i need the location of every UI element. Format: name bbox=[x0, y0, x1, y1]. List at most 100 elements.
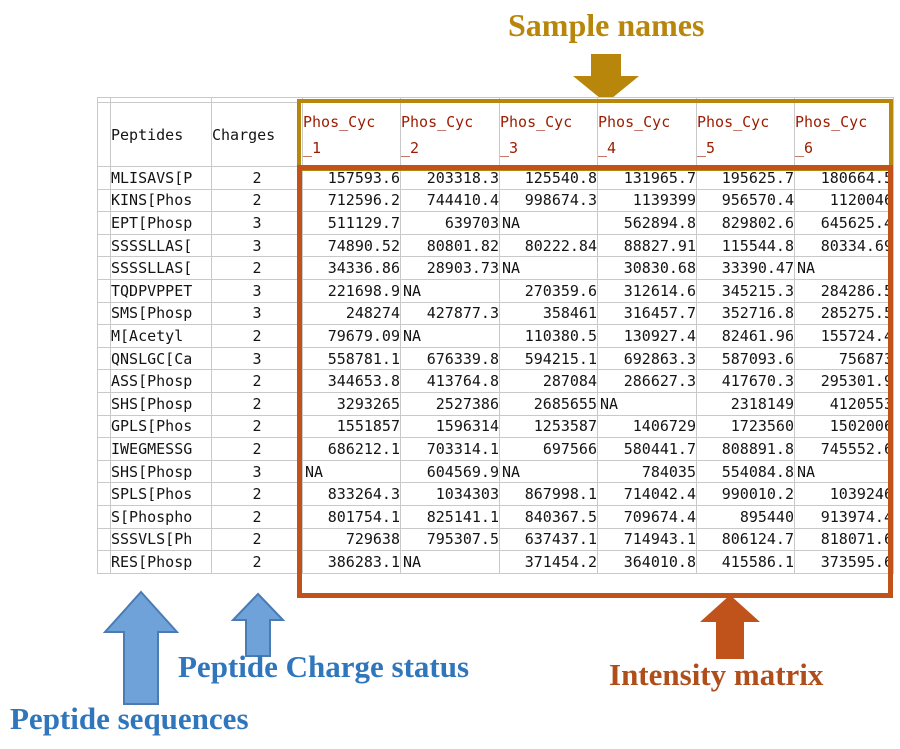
intensity-cell[interactable]: 895440 bbox=[696, 504, 795, 529]
peptide-sequence-cell[interactable]: RES[Phosp bbox=[110, 550, 212, 574]
col-header-charges[interactable]: Charges bbox=[211, 102, 303, 167]
intensity-cell[interactable]: 825141.1 bbox=[400, 504, 500, 529]
intensity-cell[interactable]: 840367.5 bbox=[499, 504, 598, 529]
charge-cell[interactable]: 3 bbox=[211, 459, 303, 484]
intensity-cell[interactable]: 1406729 bbox=[597, 414, 697, 439]
intensity-cell[interactable]: 1253587 bbox=[499, 414, 598, 439]
intensity-cell[interactable]: 712596.2 bbox=[302, 188, 401, 213]
intensity-cell[interactable]: 1034303 bbox=[400, 482, 500, 506]
intensity-cell[interactable]: 756873 bbox=[794, 346, 894, 371]
col-header-phos-cyc-5[interactable]: Phos_Cyc _5 bbox=[696, 102, 795, 167]
intensity-cell[interactable]: 413764.8 bbox=[400, 369, 500, 393]
intensity-cell[interactable]: 714943.1 bbox=[597, 527, 697, 552]
intensity-cell[interactable]: 248274 bbox=[302, 301, 401, 326]
intensity-cell[interactable]: 511129.7 bbox=[302, 211, 401, 235]
intensity-cell[interactable]: 80334.69 bbox=[794, 233, 894, 258]
intensity-cell[interactable]: 270359.6 bbox=[499, 278, 598, 303]
peptide-sequence-cell[interactable]: MLISAVS[P bbox=[110, 166, 212, 190]
peptide-sequence-cell[interactable]: SSSSLLAS[ bbox=[110, 233, 212, 258]
col-header-phos-cyc-3[interactable]: Phos_Cyc _3 bbox=[499, 102, 598, 167]
intensity-cell[interactable]: 125540.8 bbox=[499, 166, 598, 190]
col-header-peptides[interactable]: Peptides bbox=[110, 102, 212, 167]
intensity-cell[interactable]: 1551857 bbox=[302, 414, 401, 439]
peptide-sequence-cell[interactable]: SMS[Phosp bbox=[110, 301, 212, 326]
col-header-phos-cyc-4[interactable]: Phos_Cyc _4 bbox=[597, 102, 697, 167]
charge-cell[interactable]: 2 bbox=[211, 324, 303, 348]
intensity-cell[interactable]: 714042.4 bbox=[597, 482, 697, 506]
intensity-cell[interactable]: 131965.7 bbox=[597, 166, 697, 190]
intensity-cell[interactable]: 744410.4 bbox=[400, 188, 500, 213]
intensity-cell[interactable]: 703314.1 bbox=[400, 437, 500, 461]
intensity-cell[interactable]: 833264.3 bbox=[302, 482, 401, 506]
intensity-cell[interactable]: 30830.68 bbox=[597, 256, 697, 280]
peptide-sequence-cell[interactable]: TQDPVPPET bbox=[110, 278, 212, 303]
intensity-cell[interactable]: 2318149 bbox=[696, 391, 795, 416]
intensity-cell[interactable]: 180664.5 bbox=[794, 166, 894, 190]
col-header-phos-cyc-2[interactable]: Phos_Cyc _2 bbox=[400, 102, 500, 167]
charge-cell[interactable]: 2 bbox=[211, 437, 303, 461]
charge-cell[interactable]: 3 bbox=[211, 278, 303, 303]
intensity-cell[interactable]: NA bbox=[499, 211, 598, 235]
charge-cell[interactable]: 2 bbox=[211, 527, 303, 552]
intensity-cell[interactable]: 686212.1 bbox=[302, 437, 401, 461]
peptide-sequence-cell[interactable]: SHS[Phosp bbox=[110, 391, 212, 416]
intensity-cell[interactable]: 829802.6 bbox=[696, 211, 795, 235]
intensity-cell[interactable]: 352716.8 bbox=[696, 301, 795, 326]
intensity-cell[interactable]: 645625.4 bbox=[794, 211, 894, 235]
intensity-cell[interactable]: 580441.7 bbox=[597, 437, 697, 461]
intensity-cell[interactable]: 2685655 bbox=[499, 391, 598, 416]
intensity-cell[interactable]: 594215.1 bbox=[499, 346, 598, 371]
intensity-cell[interactable]: 28903.73 bbox=[400, 256, 500, 280]
intensity-cell[interactable]: 795307.5 bbox=[400, 527, 500, 552]
charge-cell[interactable]: 2 bbox=[211, 188, 303, 213]
charge-cell[interactable]: 3 bbox=[211, 211, 303, 235]
intensity-cell[interactable]: 562894.8 bbox=[597, 211, 697, 235]
intensity-cell[interactable]: 115544.8 bbox=[696, 233, 795, 258]
intensity-cell[interactable]: 3293265 bbox=[302, 391, 401, 416]
charge-cell[interactable]: 3 bbox=[211, 233, 303, 258]
peptide-sequence-cell[interactable]: GPLS[Phos bbox=[110, 414, 212, 439]
intensity-cell[interactable]: 287084 bbox=[499, 369, 598, 393]
charge-cell[interactable]: 3 bbox=[211, 346, 303, 371]
charge-cell[interactable]: 2 bbox=[211, 550, 303, 574]
intensity-cell[interactable]: 80801.82 bbox=[400, 233, 500, 258]
intensity-cell[interactable]: 637437.1 bbox=[499, 527, 598, 552]
intensity-cell[interactable]: NA bbox=[499, 459, 598, 484]
intensity-cell[interactable]: 130927.4 bbox=[597, 324, 697, 348]
peptide-sequence-cell[interactable]: SSSSLLAS[ bbox=[110, 256, 212, 280]
intensity-cell[interactable]: 417670.3 bbox=[696, 369, 795, 393]
peptide-sequence-cell[interactable]: SSSVLS[Ph bbox=[110, 527, 212, 552]
intensity-cell[interactable]: 639703 bbox=[400, 211, 500, 235]
intensity-cell[interactable]: 956570.4 bbox=[696, 188, 795, 213]
peptide-sequence-cell[interactable]: SPLS[Phos bbox=[110, 482, 212, 506]
intensity-cell[interactable]: 110380.5 bbox=[499, 324, 598, 348]
intensity-cell[interactable]: 2527386 bbox=[400, 391, 500, 416]
intensity-cell[interactable]: 692863.3 bbox=[597, 346, 697, 371]
intensity-cell[interactable]: 998674.3 bbox=[499, 188, 598, 213]
charge-cell[interactable]: 2 bbox=[211, 482, 303, 506]
charge-cell[interactable]: 2 bbox=[211, 504, 303, 529]
intensity-cell[interactable]: NA bbox=[400, 278, 500, 303]
intensity-cell[interactable]: 818071.6 bbox=[794, 527, 894, 552]
intensity-cell[interactable]: 990010.2 bbox=[696, 482, 795, 506]
intensity-cell[interactable]: 784035 bbox=[597, 459, 697, 484]
intensity-cell[interactable]: 808891.8 bbox=[696, 437, 795, 461]
intensity-cell[interactable]: 344653.8 bbox=[302, 369, 401, 393]
intensity-cell[interactable]: 34336.86 bbox=[302, 256, 401, 280]
intensity-cell[interactable]: 80222.84 bbox=[499, 233, 598, 258]
intensity-cell[interactable]: 587093.6 bbox=[696, 346, 795, 371]
intensity-cell[interactable]: 4120553 bbox=[794, 391, 894, 416]
charge-cell[interactable]: 3 bbox=[211, 301, 303, 326]
peptide-sequence-cell[interactable]: EPT[Phosp bbox=[110, 211, 212, 235]
peptide-sequence-cell[interactable]: IWEGMESSG bbox=[110, 437, 212, 461]
intensity-cell[interactable]: 88827.91 bbox=[597, 233, 697, 258]
peptide-sequence-cell[interactable]: ASS[Phosp bbox=[110, 369, 212, 393]
peptide-sequence-cell[interactable]: KINS[Phos bbox=[110, 188, 212, 213]
intensity-cell[interactable]: 195625.7 bbox=[696, 166, 795, 190]
intensity-cell[interactable]: 867998.1 bbox=[499, 482, 598, 506]
intensity-cell[interactable]: 427877.3 bbox=[400, 301, 500, 326]
intensity-cell[interactable]: 558781.1 bbox=[302, 346, 401, 371]
intensity-cell[interactable]: 697566 bbox=[499, 437, 598, 461]
intensity-cell[interactable]: 82461.96 bbox=[696, 324, 795, 348]
intensity-cell[interactable]: 1039246 bbox=[794, 482, 894, 506]
